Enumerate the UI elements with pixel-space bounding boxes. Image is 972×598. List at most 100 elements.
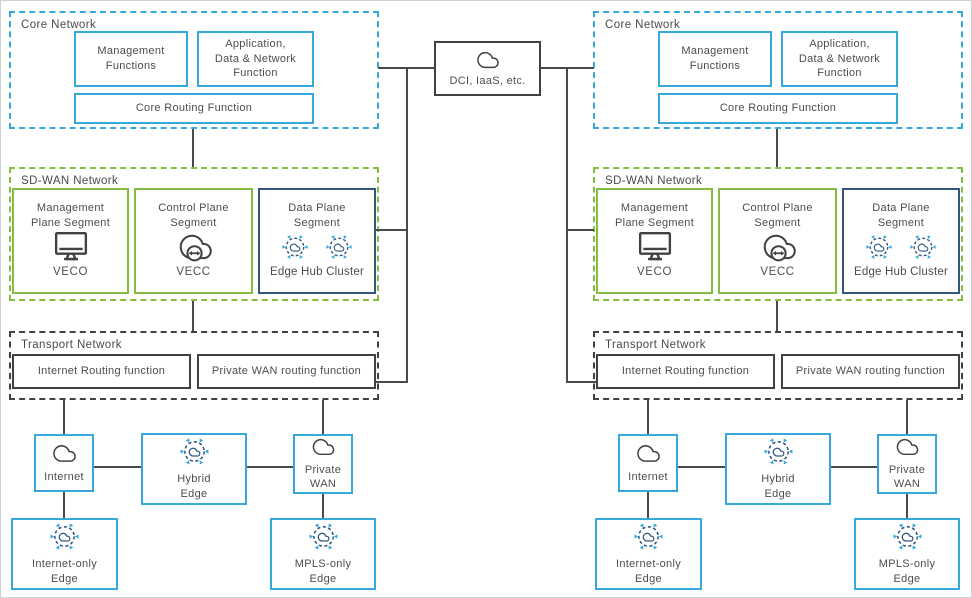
connector-line xyxy=(322,400,324,434)
core-routing-label: Core Routing Function xyxy=(719,102,837,115)
control-plane-label: Control Plane Segment xyxy=(742,202,813,229)
internet-routing-box: Internet Routing function xyxy=(12,354,191,389)
connector-line xyxy=(322,494,324,518)
core-network-title: Core Network xyxy=(21,19,97,31)
edge-cluster-icon xyxy=(763,436,794,467)
site-right: Core Network Management Functions Applic… xyxy=(585,1,971,597)
internet-only-edge-box: Internet-only Edge xyxy=(11,518,118,590)
private-wan-routing-box: Private WAN routing function xyxy=(781,354,960,389)
app-data-network-label: Application, Data & Network Function xyxy=(798,38,881,80)
veco-label: VECO xyxy=(53,265,88,278)
app-data-network-box: Application, Data & Network Function xyxy=(781,31,898,87)
management-functions-label: Management Functions xyxy=(97,45,165,72)
hybrid-edge-label: Hybrid Edge xyxy=(761,473,795,500)
connector-line xyxy=(63,492,65,518)
control-plane-box: Control Plane Segment VECC xyxy=(134,188,253,294)
edge-cluster-icon xyxy=(633,521,664,552)
connector-line xyxy=(63,400,65,434)
connector-line xyxy=(678,466,725,468)
transport-network-title: Transport Network xyxy=(605,339,706,351)
vecc-label: VECC xyxy=(176,265,211,278)
management-functions-box: Management Functions xyxy=(74,31,188,87)
internet-box: Internet xyxy=(34,434,94,492)
veco-label: VECO xyxy=(637,265,672,278)
core-routing-box: Core Routing Function xyxy=(658,93,898,124)
data-plane-box: Data Plane Segment Edge Hub Cluster xyxy=(842,188,960,294)
cloud-icon xyxy=(471,49,505,71)
edge-cluster-icon xyxy=(281,233,309,261)
internet-only-edge-box: Internet-only Edge xyxy=(595,518,702,590)
management-plane-label: Management Plane Segment xyxy=(614,202,695,229)
private-wan-routing-label: Private WAN routing function xyxy=(795,365,946,378)
private-wan-box: Private WAN xyxy=(293,434,353,494)
trunk-line-right xyxy=(566,67,568,383)
management-functions-label: Management Functions xyxy=(681,45,749,72)
core-routing-box: Core Routing Function xyxy=(74,93,314,124)
edge-cluster-icon xyxy=(325,233,353,261)
mpls-only-edge-label: MPLS-only Edge xyxy=(294,558,352,585)
private-wan-label: Private WAN xyxy=(304,463,342,491)
hybrid-edge-box: Hybrid Edge xyxy=(725,433,831,505)
cloud-icon xyxy=(49,442,80,465)
internet-only-edge-label: Internet-only Edge xyxy=(615,558,682,585)
connector-line xyxy=(94,466,141,468)
internet-label: Internet xyxy=(44,470,84,483)
control-plane-box: Control Plane Segment VECC xyxy=(718,188,837,294)
edge-cluster-icon xyxy=(308,521,339,552)
core-network-title: Core Network xyxy=(605,19,681,31)
app-data-network-box: Application, Data & Network Function xyxy=(197,31,314,87)
internet-box: Internet xyxy=(618,434,678,492)
edge-cluster-icon xyxy=(909,233,937,261)
cloud-sync-icon xyxy=(758,230,798,265)
site-left: Core Network Management Functions Applic… xyxy=(1,1,389,597)
monitor-icon xyxy=(635,230,675,265)
edge-cluster-icon xyxy=(892,521,923,552)
cloud-sync-icon xyxy=(174,230,214,265)
trunk-line-left xyxy=(406,67,408,383)
connector-line xyxy=(567,381,597,383)
cloud-icon xyxy=(308,436,339,458)
edge-hub-cluster-label: Edge Hub Cluster xyxy=(854,265,948,278)
hybrid-edge-box: Hybrid Edge xyxy=(141,433,247,505)
cloud-icon xyxy=(892,436,923,458)
edge-hub-cluster-label: Edge Hub Cluster xyxy=(270,265,364,278)
mpls-only-edge-box: MPLS-only Edge xyxy=(854,518,960,590)
connector-line xyxy=(776,129,778,167)
data-plane-box: Data Plane Segment Edge Hub Cluster xyxy=(258,188,376,294)
cloud-icon xyxy=(633,442,664,465)
control-plane-label: Control Plane Segment xyxy=(158,202,229,229)
mpls-only-edge-label: MPLS-only Edge xyxy=(878,558,936,585)
connector-line xyxy=(567,229,594,231)
vecc-label: VECC xyxy=(760,265,795,278)
internet-only-edge-label: Internet-only Edge xyxy=(31,558,98,585)
core-routing-label: Core Routing Function xyxy=(135,102,253,115)
connector-line xyxy=(376,229,407,231)
connector-line xyxy=(831,466,877,468)
connector-line xyxy=(647,400,649,434)
private-wan-box: Private WAN xyxy=(877,434,937,494)
connector-line xyxy=(647,492,649,518)
connector-line xyxy=(906,400,908,434)
monitor-icon xyxy=(51,230,91,265)
sdwan-network-title: SD-WAN Network xyxy=(605,175,703,187)
internet-routing-box: Internet Routing function xyxy=(596,354,775,389)
edge-cluster-icon xyxy=(865,233,893,261)
edge-hub-icons xyxy=(865,233,937,261)
private-wan-label: Private WAN xyxy=(888,463,926,491)
private-wan-routing-box: Private WAN routing function xyxy=(197,354,376,389)
app-data-network-label: Application, Data & Network Function xyxy=(214,38,297,80)
data-plane-label: Data Plane Segment xyxy=(288,202,346,229)
connector-line xyxy=(192,129,194,167)
connector-line xyxy=(776,301,778,331)
dci-iaas-label: DCI, IaaS, etc. xyxy=(449,74,526,87)
management-plane-box: Management Plane Segment VECO xyxy=(12,188,129,294)
connector-line xyxy=(376,381,407,383)
mpls-only-edge-box: MPLS-only Edge xyxy=(270,518,376,590)
hybrid-edge-label: Hybrid Edge xyxy=(177,473,211,500)
edge-cluster-icon xyxy=(49,521,80,552)
connector-line xyxy=(247,466,293,468)
data-plane-label: Data Plane Segment xyxy=(872,202,930,229)
internet-routing-label: Internet Routing function xyxy=(37,365,166,378)
dci-iaas-box: DCI, IaaS, etc. xyxy=(434,41,541,96)
management-plane-box: Management Plane Segment VECO xyxy=(596,188,713,294)
